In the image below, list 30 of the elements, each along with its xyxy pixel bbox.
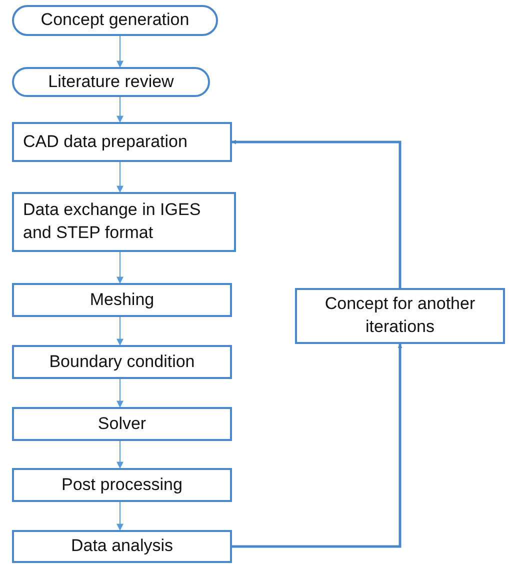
node-label: Data exchange in IGES and STEP format — [23, 199, 202, 244]
terminal-shape — [12, 67, 210, 97]
process-box — [12, 530, 232, 563]
node-label: CAD data preparation — [23, 130, 188, 153]
arrow — [116, 36, 124, 68]
process-box — [12, 407, 232, 441]
arrow — [116, 162, 124, 193]
arrow — [232, 140, 402, 288]
node-label: Boundary condition — [49, 350, 195, 373]
process-box — [12, 468, 232, 502]
arrow — [116, 252, 124, 284]
terminal-shape — [12, 5, 218, 36]
node-label: Literature review — [48, 70, 174, 93]
node-label: Meshing — [90, 288, 154, 311]
arrow — [116, 96, 124, 123]
arrow — [232, 344, 402, 548]
process-box — [12, 283, 232, 317]
arrow — [116, 502, 124, 531]
node-label: Solver — [98, 412, 146, 435]
node-label: Concept for another iterations — [324, 293, 476, 338]
arrow — [116, 440, 124, 469]
node-label: Concept generation — [40, 9, 190, 32]
arrow — [116, 316, 124, 346]
node-label: Data analysis — [70, 535, 174, 558]
node-label: Post processing — [62, 474, 182, 496]
process-box — [295, 288, 505, 344]
process-box — [12, 192, 236, 252]
process-box — [12, 345, 232, 379]
process-box — [12, 122, 232, 162]
arrow — [116, 378, 124, 408]
